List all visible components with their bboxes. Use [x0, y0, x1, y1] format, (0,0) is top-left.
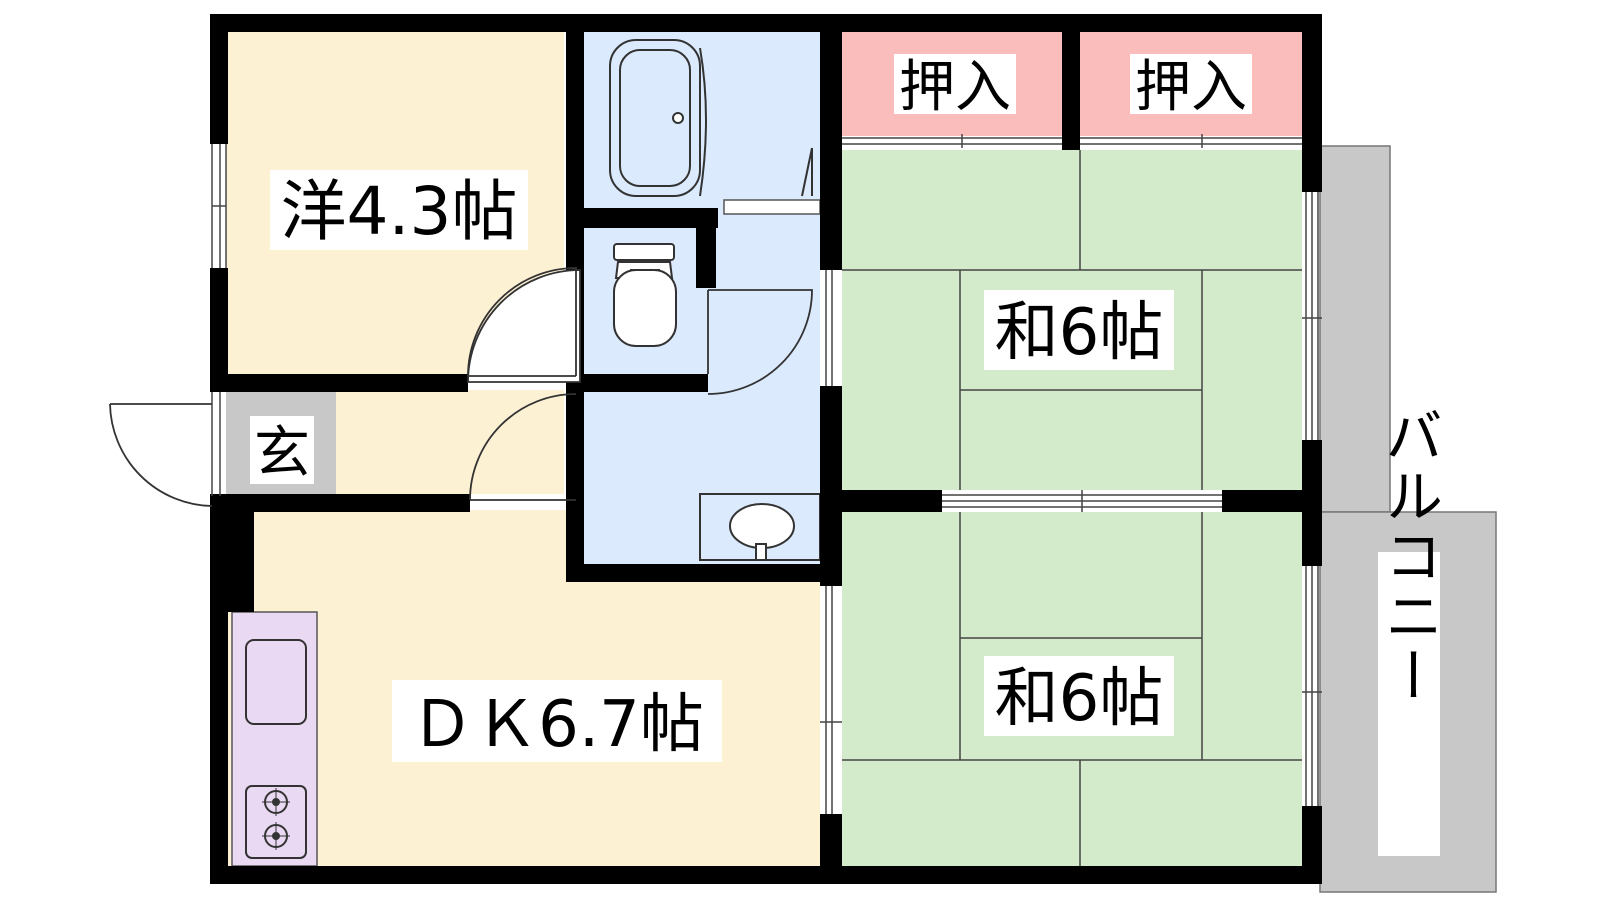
- toilet-icon: [613, 243, 677, 347]
- fixtures: [245, 39, 821, 859]
- kitchen-sink-icon: [245, 639, 307, 725]
- western-room-label: 洋4.3帖: [281, 173, 518, 250]
- tatami-lines: [842, 150, 1302, 866]
- dk-label: ＤＫ6.7帖: [410, 688, 704, 762]
- closet-right-label: 押入: [1135, 55, 1247, 120]
- door-swings: [109, 267, 813, 507]
- entrance-label: 玄: [254, 421, 310, 486]
- walls: [210, 14, 1322, 884]
- windows-and-sliders: [211, 134, 1322, 814]
- washbasin-icon: [699, 493, 821, 561]
- room-labels: 洋4.3帖 玄 ＤＫ6.7帖 和6帖 和6帖 押入 押入 バルコニー: [250, 54, 1443, 856]
- washitsu-lower-label: 和6帖: [995, 662, 1164, 736]
- bathtub-icon: [609, 39, 701, 197]
- balcony-label: バルコニー: [1375, 406, 1443, 706]
- stove-icon: [245, 785, 307, 859]
- washitsu-upper-label: 和6帖: [995, 296, 1164, 370]
- closet-left-label: 押入: [899, 55, 1011, 120]
- balcony-upper-floor: [1319, 145, 1391, 513]
